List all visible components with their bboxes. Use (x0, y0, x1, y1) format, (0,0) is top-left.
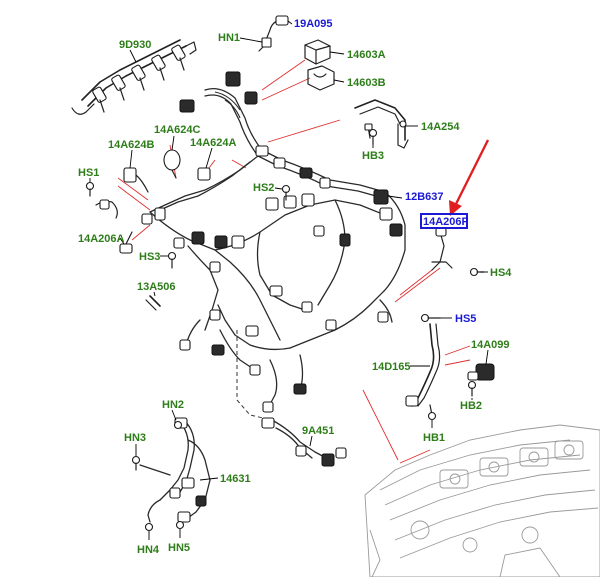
label-hn3: HN3 (124, 432, 146, 444)
label-hn1: HN1 (218, 32, 240, 44)
bolt-hb2 (467, 380, 477, 397)
label-9d930: 9D930 (119, 39, 151, 51)
part-labels: 9D930 HN1 19A095 14603A 14603B 14A254 HB… (78, 18, 512, 556)
label-14a624c: 14A624C (154, 124, 201, 136)
label-14a254: 14A254 (421, 121, 460, 133)
label-14a099: 14A099 (471, 339, 510, 351)
harness-connectors (141, 71, 403, 413)
label-hn4: HN4 (137, 544, 160, 556)
label-hs2: HS2 (253, 182, 274, 194)
label-hb3: HB3 (362, 150, 384, 162)
bolt-hn2 (173, 420, 183, 430)
harness-9a451 (261, 417, 347, 467)
engine-block-illustration (364, 424, 600, 577)
label-14a624b: 14A624B (108, 139, 155, 151)
sensor-14a624a (197, 167, 211, 181)
label-14a206f: 14A206F (423, 216, 469, 228)
label-hb1: HB1 (423, 432, 445, 444)
pipe-14d165 (405, 323, 441, 421)
label-hb2: HB2 (460, 400, 482, 412)
label-14d165: 14D165 (372, 361, 411, 373)
sensor-14a099 (467, 363, 495, 381)
bolt-hs5 (420, 313, 441, 323)
harness-14631 (139, 417, 211, 523)
sensor-14a206f (431, 227, 453, 271)
label-14603b: 14603B (347, 77, 386, 89)
sensor-14a624c (163, 149, 181, 179)
label-14a624a: 14A624A (190, 137, 237, 149)
bracket-14603b (307, 65, 335, 91)
bolt-hs3 (167, 251, 177, 269)
label-14603a: 14603A (347, 49, 386, 61)
label-hn5: HN5 (168, 542, 190, 554)
bolt-hn5 (175, 520, 185, 530)
label-hs1: HS1 (78, 167, 99, 179)
bolt-hs2 (281, 184, 291, 201)
label-hn2: HN2 (162, 399, 184, 411)
label-14631: 14631 (220, 473, 251, 485)
highlight-box-14a206f (420, 213, 468, 229)
injector-harness-9d930 (71, 39, 197, 115)
bolt-hn4 (144, 522, 154, 532)
sensor-14a206a (95, 199, 133, 254)
label-12b637: 12B637 (405, 191, 444, 203)
sensor-19a095 (258, 15, 289, 52)
bolt-hs1 (85, 181, 95, 197)
highlight-arrow (449, 139, 490, 216)
label-19a095: 19A095 (294, 18, 333, 30)
sensor-14a624b (123, 167, 149, 193)
label-13a506: 13A506 (137, 281, 176, 293)
label-9a451: 9A451 (302, 425, 334, 437)
label-hs3: HS3 (139, 251, 160, 263)
bracket-14603a (304, 39, 331, 65)
label-14a206a: 14A206A (78, 233, 125, 245)
dashed-connection (236, 330, 273, 421)
part-13a506 (145, 295, 161, 311)
bolt-hn3 (131, 455, 141, 471)
label-hs5: HS5 (455, 313, 476, 325)
label-hs4: HS4 (490, 267, 512, 279)
main-harness (149, 87, 406, 409)
bolt-hb3 (368, 128, 378, 145)
bracket-14a254 (354, 99, 409, 149)
